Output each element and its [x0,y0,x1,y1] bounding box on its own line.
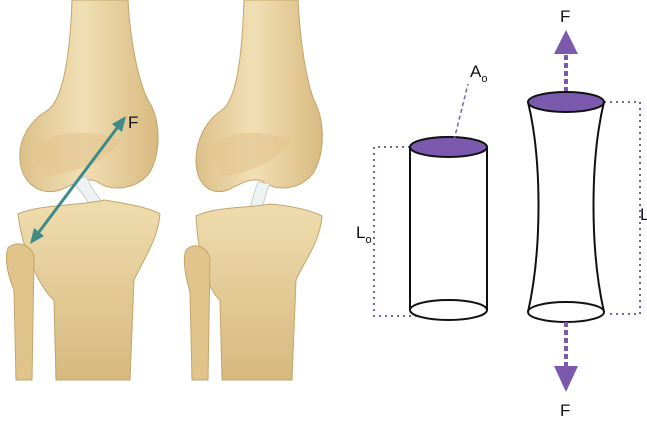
length-stretched-label: L [640,205,647,224]
knee-right [184,0,322,380]
down-arrow-icon [554,322,578,392]
knee-left: F [6,0,160,380]
cylinder-stretched: L F F [528,7,647,420]
length-orig-guide [374,147,455,316]
cylinder-stretched-top [528,92,604,112]
fibula-right [184,246,210,380]
fibula-left [6,244,34,380]
area-pointer [454,84,468,140]
knee-force-label: F [128,113,138,132]
cylinder-stretched-side-right [594,102,605,312]
force-top-label: F [560,7,570,26]
tibia-left [18,200,160,380]
cylinder-original: Lo Ao [356,62,487,320]
cylinder-original-bottom [410,300,487,320]
tibia-right [196,204,322,380]
cylinder-stretched-side-left [528,102,539,312]
up-arrow-icon [554,30,578,92]
cross-section-area-top [410,137,487,157]
cylinder-stretched-bottom [528,302,604,322]
area-label: Ao [470,62,487,85]
length-stretched-guide [604,102,640,314]
length-orig-label: Lo [356,223,372,246]
force-bottom-label: F [560,401,570,420]
